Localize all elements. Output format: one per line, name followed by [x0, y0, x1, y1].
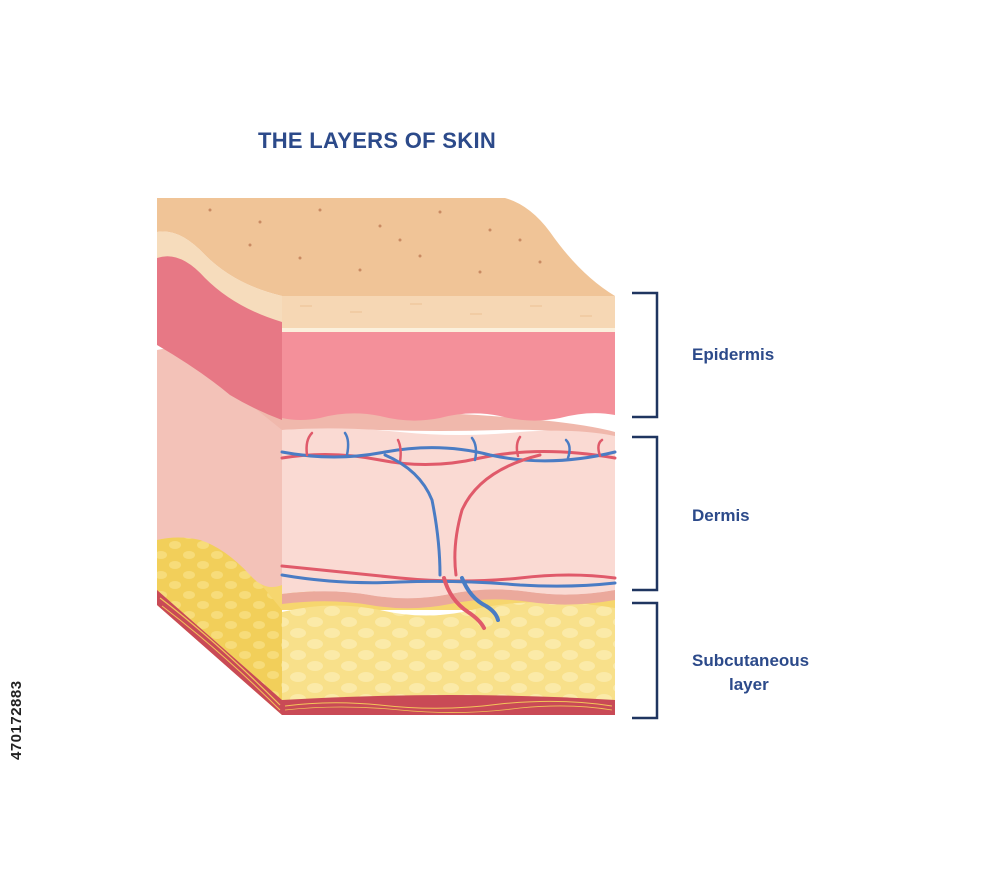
subcutaneous-label-line-1: Subcutaneous	[692, 651, 810, 670]
dermis-bracket	[632, 435, 659, 592]
lower-vein	[280, 573, 617, 588]
epidermis-layer-block	[157, 198, 615, 421]
epidermis-surface-strip	[282, 296, 615, 328]
dermis-side-face	[157, 348, 282, 588]
epidermis-bracket	[632, 291, 659, 419]
subcutaneous-bracket	[632, 601, 659, 720]
subcutaneous-label-line-2: layer	[729, 675, 769, 694]
subcutaneous-base-front	[282, 695, 615, 715]
upper-vein	[280, 446, 617, 463]
descending-vein	[460, 576, 500, 622]
dermis-layer-block	[157, 348, 615, 609]
epidermis-side-face	[157, 232, 282, 420]
subcutaneous-front-face	[282, 602, 615, 700]
dermis-top-surface	[195, 360, 615, 440]
upper-artery	[280, 450, 617, 467]
layer-brackets	[632, 291, 659, 720]
epidermis-front-face	[282, 332, 615, 421]
epidermis-label: Epidermis	[692, 345, 775, 364]
descending-artery	[442, 576, 486, 630]
vertical-vein	[383, 453, 442, 577]
blood-vessels	[280, 431, 617, 630]
stock-id-text: 470172883	[8, 680, 25, 760]
vertical-artery	[453, 453, 542, 577]
diagram-title: THE LAYERS OF SKIN	[258, 128, 497, 153]
epidermis-top-surface	[157, 198, 615, 296]
dermis-label: Dermis	[692, 506, 750, 525]
subcutaneous-label: Subcutaneous layer	[692, 649, 809, 697]
dermis-front-face	[282, 428, 615, 599]
